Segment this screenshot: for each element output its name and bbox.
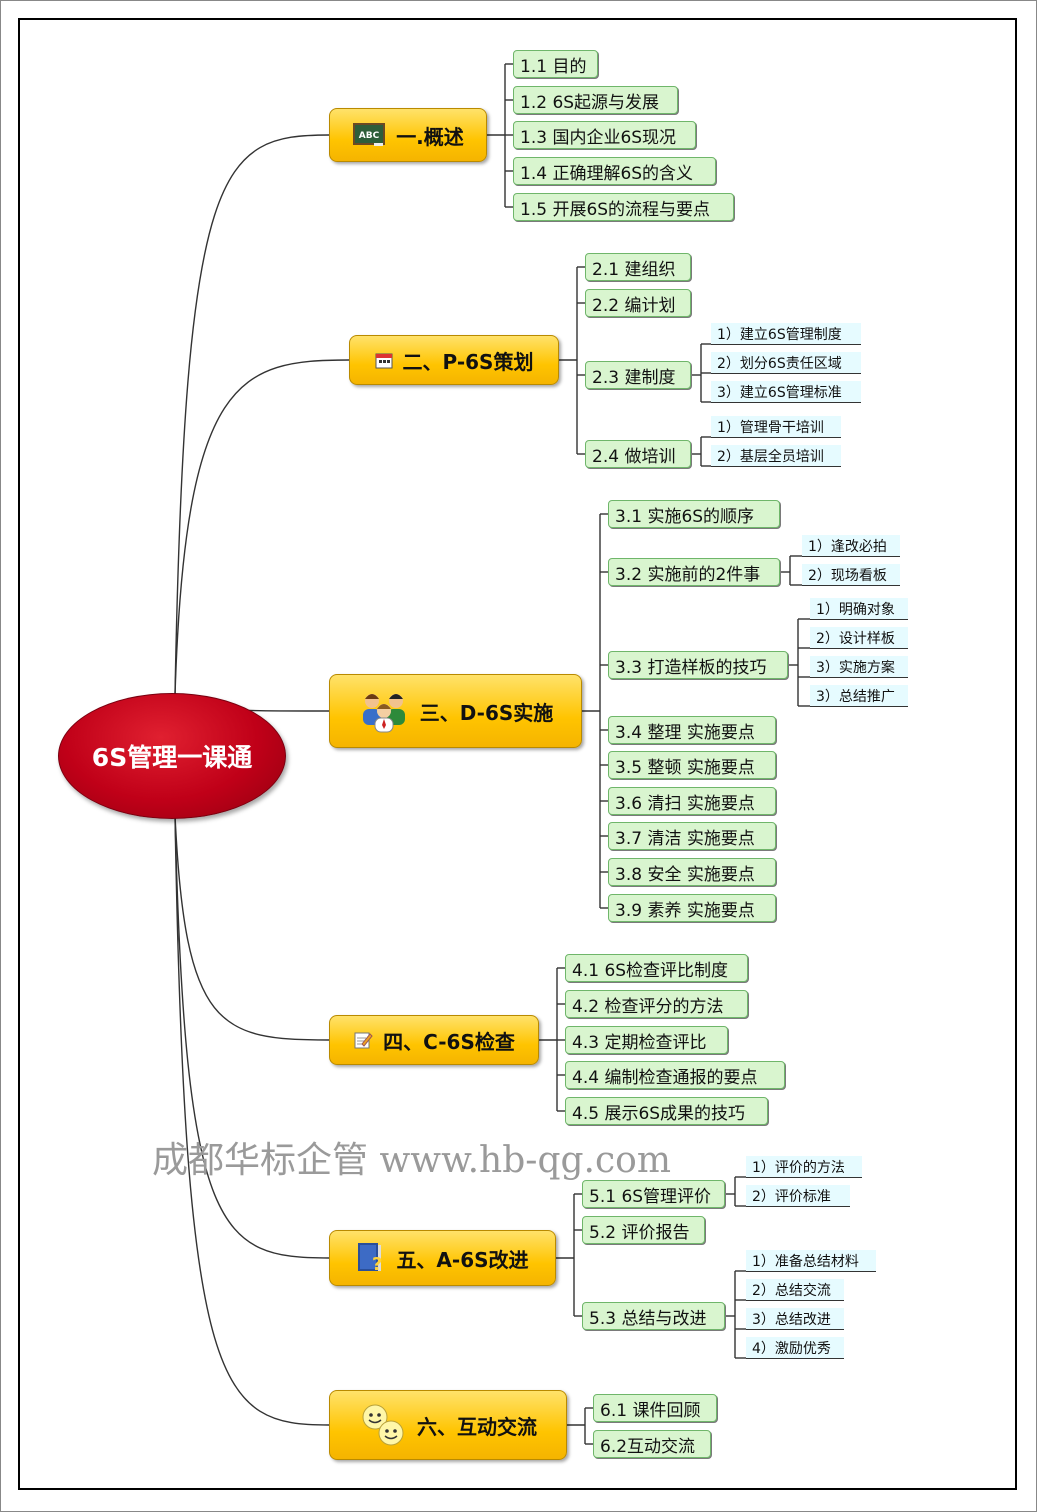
subtopic-b1-5[interactable]: 1.5 开展6S的流程与要点 xyxy=(513,193,734,221)
subtopic-b3-1[interactable]: 3.1 实施6S的顺序 xyxy=(608,500,780,528)
detail-b3-2-1[interactable]: 1）逢改必拍 xyxy=(802,535,900,557)
subtopic-b6-2[interactable]: 6.2互动交流 xyxy=(593,1430,711,1458)
subtopic-b4-3[interactable]: 4.3 定期检查评比 xyxy=(565,1026,728,1054)
connector-center-b6 xyxy=(174,814,330,1426)
subtopic-b2-4[interactable]: 2.4 做培训 xyxy=(585,440,691,468)
smiley-chat-icon xyxy=(359,1401,407,1449)
subtopic-b3-3[interactable]: 3.3 打造样板的技巧 xyxy=(608,651,788,679)
branch-label: 一.概述 xyxy=(396,124,464,149)
subtopic-b4-4[interactable]: 4.4 编制检查通报的要点 xyxy=(565,1061,785,1089)
subtopic-b2-1[interactable]: 2.1 建组织 xyxy=(585,253,691,281)
detail-b5-1-1[interactable]: 1）评价的方法 xyxy=(746,1156,862,1178)
subtopic-b2-3[interactable]: 2.3 建制度 xyxy=(585,361,691,389)
watermark: 成都华标企管 www.hb-qg.com xyxy=(152,1140,671,1181)
branch-label: 三、D-6S实施 xyxy=(419,700,554,725)
branch-label: 六、互动交流 xyxy=(417,1414,537,1439)
branch-6[interactable]: 六、互动交流 xyxy=(329,1390,567,1460)
detail-b3-3-3[interactable]: 3）实施方案 xyxy=(810,656,908,678)
subtopic-b5-1[interactable]: 5.1 6S管理评价 xyxy=(582,1180,725,1208)
svg-text:ABC: ABC xyxy=(359,131,380,141)
detail-b5-3-3[interactable]: 3）总结改进 xyxy=(746,1308,844,1330)
subtopic-b1-1[interactable]: 1.1 目的 xyxy=(513,50,598,78)
subtopic-b1-3[interactable]: 1.3 国内企业6S现况 xyxy=(513,121,696,149)
detail-b3-3-1[interactable]: 1）明确对象 xyxy=(810,598,908,620)
subtopic-b5-2[interactable]: 5.2 评价报告 xyxy=(582,1216,705,1244)
detail-b2-4-2[interactable]: 2）基层全员培训 xyxy=(711,445,841,467)
help-book-icon: ? xyxy=(356,1241,386,1275)
detail-b3-2-2[interactable]: 2）现场看板 xyxy=(802,564,900,586)
calendar-icon xyxy=(375,351,393,369)
svg-text:?: ? xyxy=(372,1254,382,1275)
subtopic-b3-2[interactable]: 3.2 实施前的2件事 xyxy=(608,558,780,586)
branch-4[interactable]: 四、C-6S检查 xyxy=(329,1015,539,1065)
detail-b2-3-2[interactable]: 2）划分6S责任区域 xyxy=(711,352,861,374)
detail-b2-4-1[interactable]: 1）管理骨干培训 xyxy=(711,416,841,438)
detail-b3-3-4[interactable]: 3）总结推广 xyxy=(810,685,908,707)
subtopic-b4-5[interactable]: 4.5 展示6S成果的技巧 xyxy=(565,1097,768,1125)
subtopic-b1-2[interactable]: 1.2 6S起源与发展 xyxy=(513,86,678,114)
connector-center-b1 xyxy=(174,134,330,696)
subtopic-b3-6[interactable]: 3.6 清扫 实施要点 xyxy=(608,787,776,815)
subtopic-b3-9[interactable]: 3.9 素养 实施要点 xyxy=(608,894,776,922)
subtopic-b3-7[interactable]: 3.7 清洁 实施要点 xyxy=(608,822,776,850)
branch-label: 二、P-6S策划 xyxy=(402,349,534,374)
subtopic-b2-2[interactable]: 2.2 编计划 xyxy=(585,289,691,317)
branch-label: 五、A-6S改进 xyxy=(396,1247,529,1272)
subtopic-b3-5[interactable]: 3.5 整顿 实施要点 xyxy=(608,751,776,779)
detail-b2-3-3[interactable]: 3）建立6S管理标准 xyxy=(711,381,861,403)
subtopic-b6-1[interactable]: 6.1 课件回顾 xyxy=(593,1394,717,1422)
subtopic-b3-8[interactable]: 3.8 安全 实施要点 xyxy=(608,858,776,886)
detail-b5-3-1[interactable]: 1）准备总结材料 xyxy=(746,1250,876,1272)
detail-b5-1-2[interactable]: 2）评价标准 xyxy=(746,1185,850,1207)
page-frame xyxy=(18,18,1017,1490)
connector-center-b4 xyxy=(174,814,330,1041)
detail-b5-3-2[interactable]: 2）总结交流 xyxy=(746,1279,844,1301)
subtopic-b5-3[interactable]: 5.3 总结与改进 xyxy=(582,1302,725,1330)
branch-1[interactable]: ABC 一.概述 xyxy=(329,108,487,162)
detail-b2-3-1[interactable]: 1）建立6S管理制度 xyxy=(711,323,861,345)
subtopic-b1-4[interactable]: 1.4 正确理解6S的含义 xyxy=(513,157,716,185)
branch-5[interactable]: ? 五、A-6S改进 xyxy=(329,1230,556,1286)
subtopic-b4-1[interactable]: 4.1 6S检查评比制度 xyxy=(565,954,748,982)
connector-center-b2 xyxy=(174,359,350,696)
detail-b5-3-4[interactable]: 4）激励优秀 xyxy=(746,1337,844,1359)
people-group-icon xyxy=(358,689,410,733)
subtopic-b4-2[interactable]: 4.2 检查评分的方法 xyxy=(565,990,748,1018)
abc-chalkboard-icon: ABC xyxy=(352,122,386,148)
branch-label: 四、C-6S检查 xyxy=(383,1029,515,1054)
connector-center-b5 xyxy=(174,814,330,1259)
branch-3[interactable]: 三、D-6S实施 xyxy=(329,674,582,748)
central-topic[interactable]: 6S管理一课通 xyxy=(58,693,286,819)
detail-b3-3-2[interactable]: 2）设计样板 xyxy=(810,627,908,649)
branch-2[interactable]: 二、P-6S策划 xyxy=(349,335,559,385)
notepad-icon xyxy=(353,1030,373,1050)
subtopic-b3-4[interactable]: 3.4 整理 实施要点 xyxy=(608,716,776,744)
